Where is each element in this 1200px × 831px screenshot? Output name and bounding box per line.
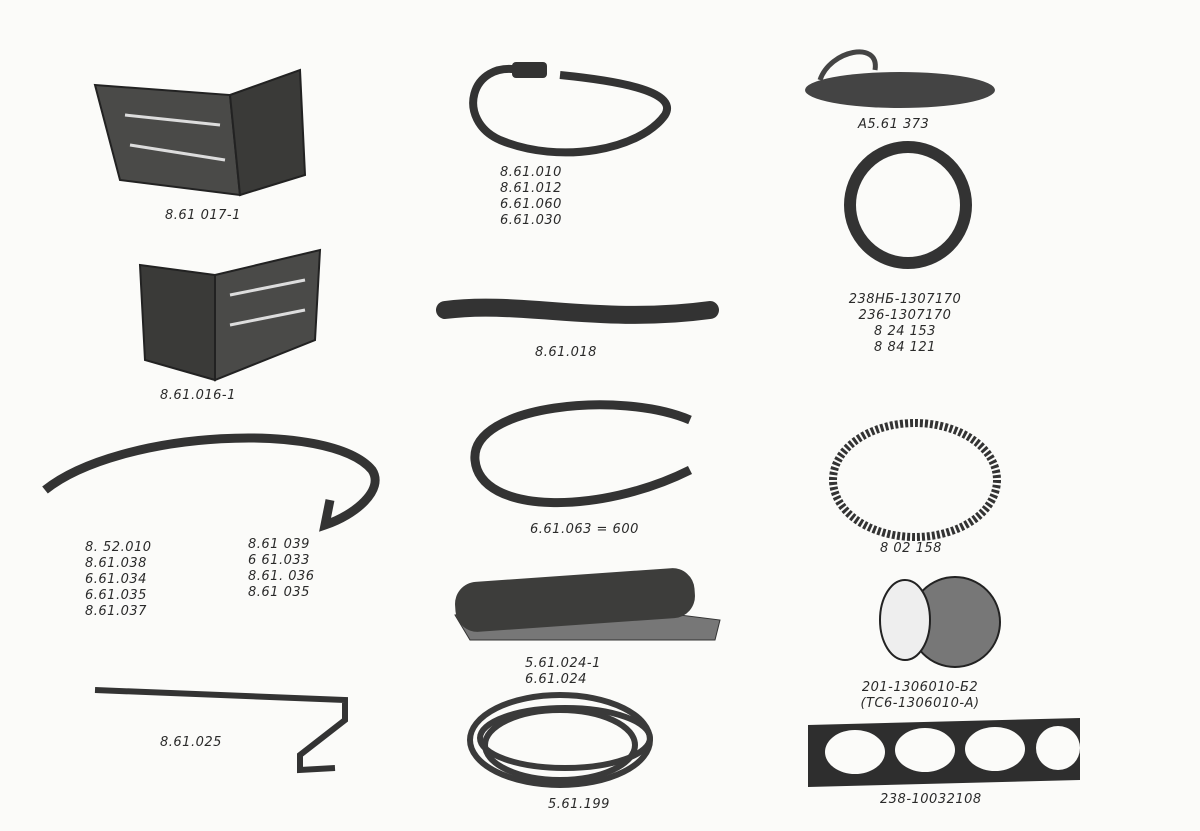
tool-box-right-code: 8.61 017-1 (165, 208, 241, 224)
rope-coil-illustration (467, 692, 653, 788)
crank-handle-illustration (94, 687, 348, 774)
code: 5.61.024-1 (525, 656, 601, 671)
head-gasket-illustration (808, 718, 1080, 787)
head-gasket-code: 238-10032108 (880, 792, 982, 808)
code: (ТС6-1306010-А) (860, 696, 980, 711)
tow-cable-code: 6.61.063 = 600 (530, 522, 639, 538)
code: 8 24 153 (874, 324, 936, 339)
tool-box-left-illustration (138, 248, 322, 382)
code: 8.61 017-1 (165, 208, 241, 223)
tool-box-left-code: 8.61.016-1 (160, 388, 236, 404)
code: 8.61. 036 (248, 569, 315, 584)
code: A5.61 373 (858, 117, 930, 132)
hook-rod-illustration (42, 433, 380, 532)
tool-box-right-illustration (93, 68, 307, 197)
code: 8 02 158 (880, 541, 942, 556)
code: 8.61.038 (85, 556, 147, 571)
code: 236-1307170 (858, 308, 952, 323)
code: 8. 52.010 (85, 540, 152, 555)
hook-rod-codes-col2: 8.61 039 6 61.033 8.61. 036 8.61 035 (248, 537, 315, 601)
strap-illustration (469, 64, 671, 157)
strap-codes: 8.61.010 8.61.012 6.61.060 6.61.030 (500, 165, 562, 229)
rope-bundle-illustration (805, 49, 995, 108)
belt-strap-code: 8.61.018 (535, 345, 597, 361)
code: 8.61.037 (85, 604, 147, 619)
thermostat-illustration (879, 576, 1001, 668)
code: 6 61.033 (248, 553, 310, 568)
seal-ring-illustration (844, 141, 972, 269)
tarp-roll-codes: 5.61.024-1 6.61.024 (525, 656, 601, 688)
code: 8.61 039 (248, 537, 310, 552)
code: 6.61.030 (500, 213, 562, 228)
code: 8.61.010 (500, 165, 562, 180)
rope-coil-code: 5.61.199 (548, 797, 610, 813)
code: 8.61.016-1 (160, 388, 236, 403)
rope-bundle-code: A5.61 373 (858, 117, 929, 133)
code: 8.61.025 (160, 735, 222, 750)
code: 6.61.034 (85, 572, 147, 587)
thermostat-codes: 201-1306010-Б2 (ТС6-1306010-А) (830, 680, 1010, 712)
hook-rod-codes-col1: 8. 52.010 8.61.038 6.61.034 6.61.035 8.6… (85, 540, 152, 620)
code: 6.61.024 (525, 672, 587, 687)
belt-strap-illustration (436, 298, 719, 324)
v-belt-code: 8 02 158 (880, 541, 942, 557)
code: 8.61.012 (500, 181, 562, 196)
tarp-roll-illustration (454, 568, 721, 641)
v-belt-illustration (829, 419, 1001, 541)
code: 5.61.199 (548, 797, 610, 812)
code: 201-1306010-Б2 (861, 680, 979, 695)
code: 8 84 121 (874, 340, 936, 355)
code: 6.61.063 = 600 (530, 522, 639, 537)
code: 8.61 035 (248, 585, 310, 600)
code: 8.61.018 (535, 345, 597, 360)
code: 6.61.060 (500, 197, 562, 212)
seal-ring-codes: 238НБ-1307170 236-1307170 8 24 153 8 84 … (830, 292, 980, 356)
code: 238-10032108 (880, 792, 982, 807)
code: 238НБ-1307170 (848, 292, 962, 307)
crank-handle-code: 8.61.025 (160, 735, 222, 751)
tow-cable-illustration (470, 400, 693, 508)
code: 6.61.035 (85, 588, 147, 603)
